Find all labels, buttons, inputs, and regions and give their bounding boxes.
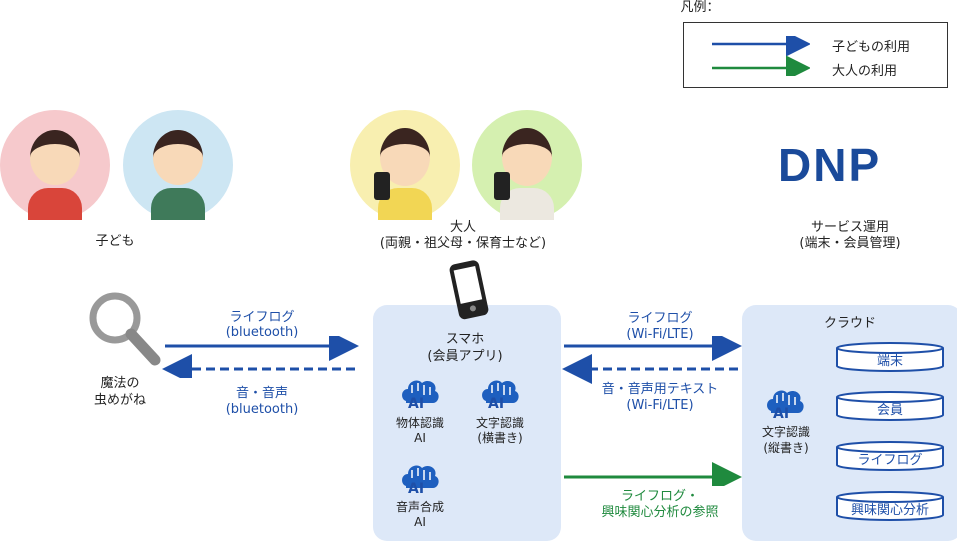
db-label: 興味関心分析 xyxy=(850,503,929,518)
avatar-woman xyxy=(350,110,460,220)
green-label-1: ライフログ・ xyxy=(620,489,700,504)
operator-label: サービス運用 xyxy=(810,220,890,235)
avatar-girl xyxy=(0,110,110,220)
magnifier-label-1: 魔法の xyxy=(100,376,140,391)
legend-title: 凡例： xyxy=(680,0,720,15)
green-label-2: 興味関心分析の参照 xyxy=(601,505,719,520)
ai-voice-label: 音声合成 xyxy=(395,500,445,514)
adults-label: 大人 xyxy=(449,220,477,235)
avatar-man xyxy=(472,110,582,220)
operator-sub: (端末・会員管理) xyxy=(799,236,901,251)
ai-icon xyxy=(400,460,440,496)
right-down-label-2: (Wi-Fi/LTE) xyxy=(626,398,694,413)
db-label: 会員 xyxy=(876,403,903,418)
dnp-logo: DNP xyxy=(778,139,882,191)
left-down-label-2: (bluetooth) xyxy=(225,402,299,417)
magnifier-icon xyxy=(89,292,161,366)
left-up-label-1: ライフログ xyxy=(229,310,295,325)
phone-sub: (会員アプリ) xyxy=(427,349,503,364)
cloud-ai-label: 文字認識 xyxy=(761,425,811,439)
db-label: ライフログ xyxy=(857,453,923,468)
db-terminal: 端末 xyxy=(835,342,945,372)
ai-text-sub: (横書き) xyxy=(477,431,523,445)
avatar-boy xyxy=(123,110,233,220)
ai-icon xyxy=(480,375,520,411)
children-label: 子ども xyxy=(95,234,135,249)
ai-object-label: 物体認識 xyxy=(395,416,445,430)
ai-voice-sub: AI xyxy=(414,515,426,529)
right-down-label-1: 音・音声用テキスト xyxy=(601,382,719,397)
db-member: 会員 xyxy=(835,391,945,421)
legend-arrows xyxy=(712,36,810,76)
ai-icon xyxy=(764,385,806,421)
right-up-label-2: (Wi-Fi/LTE) xyxy=(626,327,694,342)
left-up-label-2: (bluetooth) xyxy=(225,325,299,340)
db-lifelog: ライフログ xyxy=(835,441,945,471)
ai-object-sub: AI xyxy=(414,431,426,445)
cloud-title: クラウド xyxy=(823,316,877,331)
cloud-ai-sub: (縦書き) xyxy=(763,441,809,455)
adults-sub: (両親・祖父母・保育士など) xyxy=(379,236,547,251)
ai-text-label: 文字認識 xyxy=(475,416,525,430)
legend-box xyxy=(683,22,948,88)
smartphone-icon xyxy=(449,260,489,320)
left-down-label-1: 音・音声 xyxy=(235,386,289,401)
db-label: 端末 xyxy=(876,354,903,369)
right-up-label-1: ライフログ xyxy=(627,311,693,326)
phone-title: スマホ xyxy=(445,332,485,347)
network-arrows xyxy=(562,336,742,486)
db-interest-analysis: 興味関心分析 xyxy=(835,491,945,521)
legend-adult-use: 大人の利用 xyxy=(832,64,898,79)
magnifier-label-2: 虫めがね xyxy=(93,393,147,408)
ai-icon xyxy=(400,375,440,411)
smartphone-panel xyxy=(373,305,561,541)
bluetooth-arrows xyxy=(162,336,359,378)
legend-child-use: 子どもの利用 xyxy=(832,40,911,55)
